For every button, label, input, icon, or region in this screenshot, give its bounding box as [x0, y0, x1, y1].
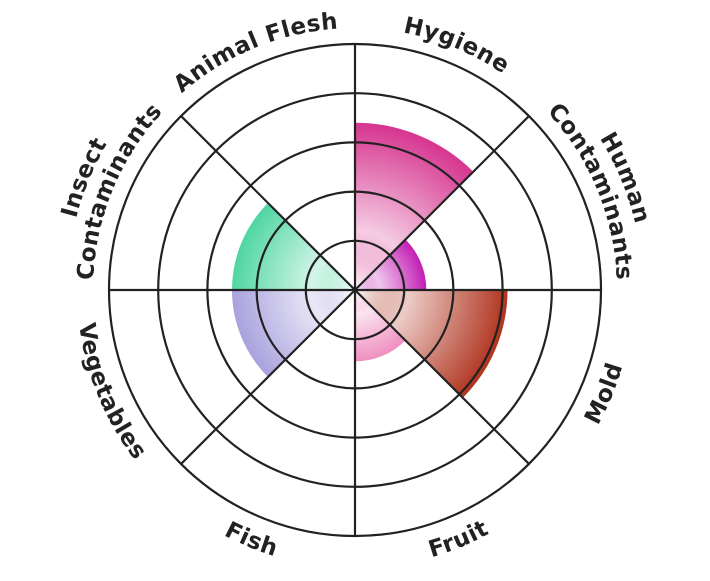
chart-grid	[107, 42, 603, 538]
slice-hygiene	[355, 122, 474, 290]
chart-slices	[232, 122, 508, 398]
slice-insect-contaminants	[232, 203, 355, 290]
label-fish: Fish	[221, 517, 281, 562]
label-animal-flesh: Animal Flesh	[169, 8, 339, 98]
slice-fruit	[355, 290, 406, 362]
slice-human-contaminants	[355, 239, 427, 290]
grid-spoke	[354, 289, 530, 465]
slice-mold	[355, 290, 508, 398]
grid-spoke	[354, 115, 530, 291]
label-hygiene: Hygiene	[401, 13, 514, 79]
label-vegetables: Vegetables	[73, 321, 152, 464]
slice-vegetables	[232, 290, 355, 377]
grid-spoke	[180, 289, 356, 465]
grid-spoke	[180, 115, 356, 291]
